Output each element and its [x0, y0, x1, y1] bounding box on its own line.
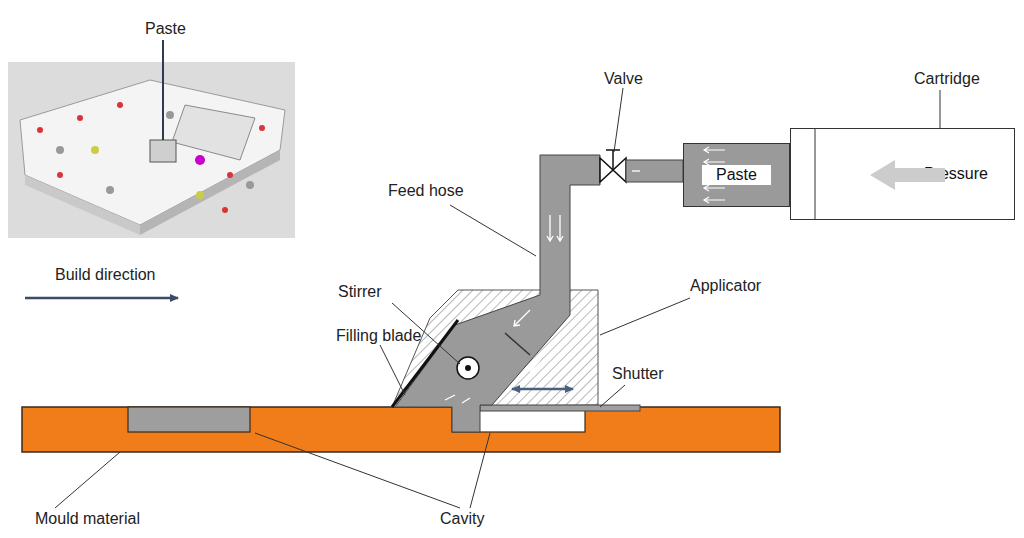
part-label: Stirrer: [338, 283, 382, 301]
part-label: Paste: [145, 20, 186, 38]
paste-chamber: Paste: [683, 143, 790, 207]
part-label: Filling blade: [336, 327, 421, 345]
channel-divider: [505, 333, 530, 355]
stirrer-hub: [465, 365, 471, 371]
build-direction-arrow: [25, 297, 178, 300]
part-label: Shutter: [612, 365, 664, 383]
node-text: Pressure: [924, 165, 988, 183]
part-label: Applicator: [690, 277, 761, 295]
valve-symbol: [600, 150, 683, 182]
stirrer-symbol: [457, 357, 479, 379]
shutter-motion-arrow: [512, 388, 573, 391]
part-label: Cavity: [440, 510, 484, 528]
applicator-body: [392, 290, 598, 407]
part-label: Valve: [604, 70, 643, 88]
flow-arrows: [445, 215, 563, 403]
pressure-chamber: Pressure: [790, 128, 1015, 220]
node-text: Paste: [702, 165, 771, 185]
part-label: Mould material: [35, 510, 140, 528]
device-photo: [8, 40, 295, 238]
part-label: Build direction: [55, 266, 156, 284]
mould: [22, 407, 780, 452]
shutter: [480, 405, 640, 411]
part-label: Feed hose: [388, 182, 464, 200]
part-label: Cartridge: [914, 70, 980, 88]
